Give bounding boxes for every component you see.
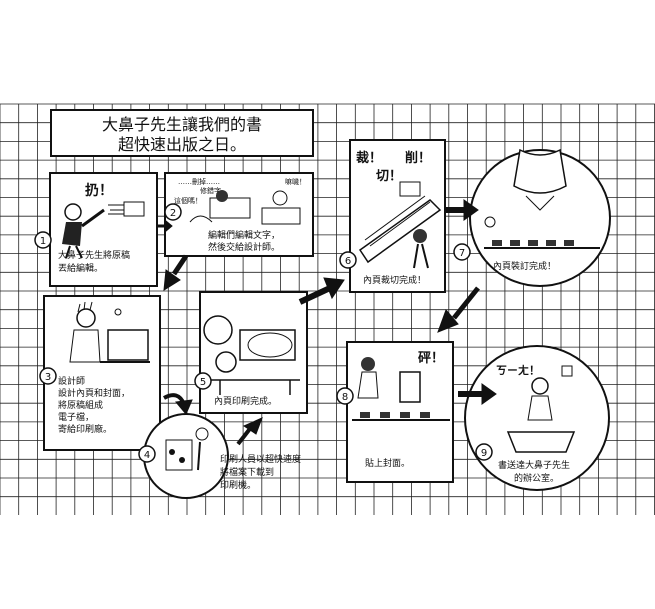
caption-4-line1: 印刷人員以超快速度: [220, 453, 301, 465]
svg-text:2: 2: [170, 208, 176, 219]
caption-9-line1: 書送達大鼻子先生: [498, 459, 570, 471]
step-badge-3: 3: [39, 367, 57, 385]
step-badge-8: 8: [336, 387, 354, 405]
arrow-3-to-4: [163, 393, 193, 415]
arrow-4-to-5: [236, 417, 263, 446]
caption-3-line5: 寄給印刷廠。: [58, 423, 112, 435]
svg-text:6: 6: [345, 256, 351, 267]
caption-7: 內頁裝訂完成！: [493, 260, 556, 272]
cutting-illustration: [358, 181, 442, 269]
caption-6: 內頁裁切完成！: [363, 274, 426, 286]
editors-illustration: [189, 190, 301, 225]
binding-machine-illustration: [484, 148, 600, 249]
step-badge-1: 1: [34, 231, 52, 249]
sfx-cut-2: 削！: [405, 150, 431, 166]
arrow-5-to-6: [298, 277, 345, 305]
svg-text:5: 5: [200, 377, 206, 388]
arrow-1-to-2: [157, 219, 173, 233]
sfx-cut-1: 裁！: [356, 150, 382, 166]
panel-7: 內頁裝訂完成！: [469, 148, 611, 287]
caption-9-line2: 的辦公室。: [514, 472, 559, 484]
step-badge-4: 4: [138, 445, 156, 463]
svg-text:8: 8: [342, 392, 348, 403]
svg-text:9: 9: [481, 448, 487, 459]
arrow-2-to-3: [163, 254, 189, 291]
bubble-mutter: 嘛嘰！: [285, 177, 306, 186]
svg-text:1: 1: [40, 236, 46, 247]
caption-3-line4: 電子檔，: [58, 411, 94, 423]
caption-2-line1: 編輯們編輯文字，: [208, 229, 280, 241]
caption-3-line1: 設計師: [58, 375, 85, 387]
svg-text:7: 7: [459, 248, 465, 259]
caption-1-line1: 大鼻子先生將原稿: [58, 249, 130, 261]
bubble-this-one: 這個嗎！: [174, 196, 202, 205]
title-line2: 超快速出版之日。: [118, 135, 246, 154]
caption-2-line2: 然後交給設計師。: [208, 241, 280, 253]
printing-press-illustration: [203, 315, 300, 395]
sfx-bang: 砰！: [418, 351, 444, 366]
bubble-fix-typo: 修錯字、: [200, 186, 228, 195]
step-badge-9: 9: [475, 443, 493, 461]
man-throwing-illustration: [62, 201, 145, 259]
caption-8: 貼上封面。: [365, 457, 410, 469]
step-badge-6: 6: [339, 251, 357, 269]
panel-2: ……刪掉…… 修錯字、 這個嗎！ 嘛嘰！ 編輯們編輯文字， 然後交給設計師。: [164, 172, 314, 257]
svg-text:4: 4: [144, 450, 150, 461]
panel-5: 內頁印刷完成。: [199, 291, 308, 414]
step-badge-2: 2: [164, 203, 182, 221]
caption-3-line2: 設計內頁和封面，: [58, 387, 130, 399]
panel-1: 扔！ 大鼻子先生將原稿 丟給編輯。: [49, 172, 158, 287]
panel-6: 裁！ 削！ 切！ 內頁裁切完成！: [349, 139, 446, 293]
caption-1-line2: 丟給編輯。: [58, 262, 103, 274]
sfx-cut-3: 切！: [376, 169, 402, 184]
flow-arrows: [157, 199, 497, 446]
caption-4-line2: 將檔案下載到: [220, 466, 274, 478]
svg-text:3: 3: [45, 372, 51, 383]
sfx-throw: 扔！: [85, 182, 113, 199]
printer-person-illustration: [165, 427, 209, 471]
caption-3-line3: 將原稿組成: [58, 399, 103, 411]
panel-9: ㄎㄧㄤ！ 書送達大鼻子先生 的辦公室。: [464, 345, 610, 491]
arrow-6-to-7: [446, 199, 479, 221]
bubble-delete: ……刪掉……: [178, 177, 220, 186]
step-badge-7: 7: [453, 243, 471, 261]
caption-5: 內頁印刷完成。: [214, 395, 277, 407]
cover-worker-illustration: [352, 357, 450, 421]
title-line1: 大鼻子先生讓我們的書: [102, 115, 262, 134]
caption-4-line3: 印刷機。: [220, 479, 256, 491]
panel-3: 設計師 設計內頁和封面， 將原稿組成 電子檔， 寄給印刷廠。: [43, 295, 161, 451]
sfx-clang: ㄎㄧㄤ！: [496, 364, 540, 377]
title-panel: 大鼻子先生讓我們的書 超快速出版之日。: [50, 109, 314, 157]
panel-4: 印刷人員以超快速度 將檔案下載到 印刷機。: [143, 413, 301, 499]
arrow-8-to-9: [458, 383, 497, 405]
designer-illustration: [69, 301, 150, 363]
delivery-illustration: [506, 365, 576, 453]
arrow-7-to-8: [437, 286, 480, 333]
step-badge-5: 5: [194, 372, 212, 390]
panel-8: 砰！ 貼上封面。: [346, 341, 454, 483]
